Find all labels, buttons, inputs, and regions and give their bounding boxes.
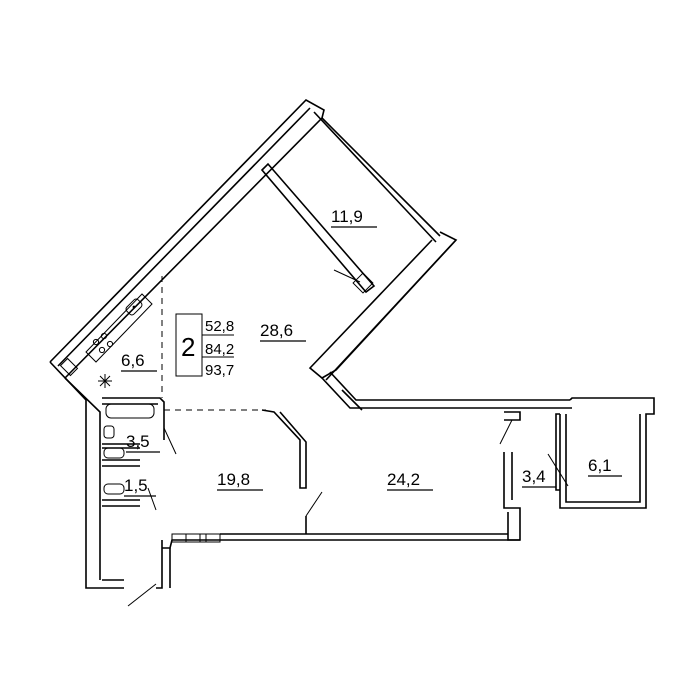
total-area-value: 84,2	[205, 341, 234, 358]
room-area-storage: 3,4	[522, 467, 546, 486]
toilet-icon	[103, 447, 125, 495]
stove-icon	[92, 332, 114, 354]
room-area-kitchen: 6,6	[121, 351, 145, 370]
room-labels: 11,9 28,6 6,6 3,5 1,5 19,8 24,2 3,4 6,1	[121, 207, 622, 497]
living-area-value: 52,8	[205, 318, 234, 335]
rooms-count: 2	[181, 332, 195, 362]
internal-walls	[102, 162, 569, 534]
bathtub-icon	[105, 403, 155, 419]
area-with-balcony-value: 93,7	[205, 362, 234, 379]
room-area-living: 28,6	[260, 321, 293, 340]
room-area-hall: 19,8	[217, 470, 250, 489]
apartment-summary: 2 52,8 84,2 93,7	[175, 313, 234, 379]
room-area-bathroom: 3,5	[126, 432, 150, 451]
fan-icon	[98, 374, 112, 388]
room-area-balcony: 6,1	[588, 456, 612, 475]
room-area-bedroom: 11,9	[331, 207, 363, 226]
room-area-wc: 1,5	[124, 476, 148, 495]
outer-walls	[49, 99, 655, 607]
room-area-room2: 24,2	[387, 470, 420, 489]
sink-icon	[125, 298, 143, 316]
washbasin-icon	[103, 425, 115, 439]
kitchen-counter	[85, 293, 153, 363]
